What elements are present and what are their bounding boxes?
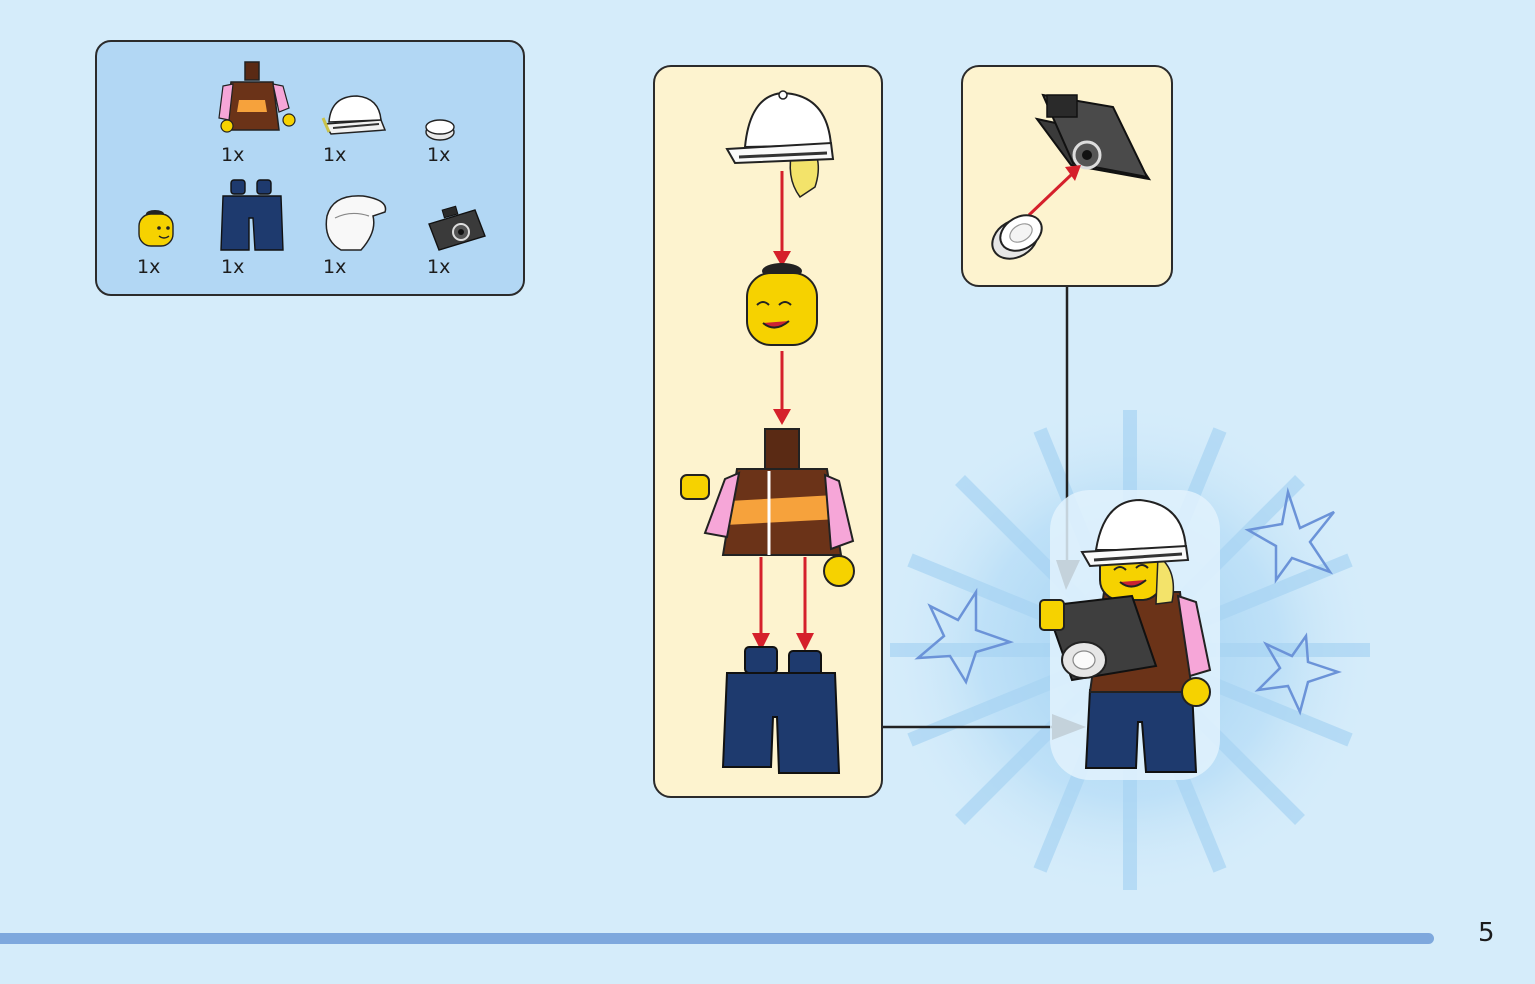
part-legs: 1x bbox=[219, 178, 299, 278]
hair-icon bbox=[325, 195, 387, 251]
torso-icon bbox=[218, 61, 296, 133]
camera-icon bbox=[428, 205, 486, 251]
part-qty: 1x bbox=[323, 144, 347, 166]
assembly-illustration bbox=[680, 90, 855, 774]
part-camera: 1x bbox=[425, 205, 505, 306]
final-minifigure bbox=[1039, 490, 1220, 780]
part-qty: 1x bbox=[427, 144, 451, 166]
camera-icon bbox=[1034, 93, 1152, 181]
part-head: 1x bbox=[135, 206, 215, 306]
arrow-head bbox=[773, 251, 791, 267]
page-number: 5 bbox=[1478, 918, 1495, 948]
parts-list-box: 1x 1x 1x 1x bbox=[95, 40, 525, 296]
star-icon bbox=[1244, 487, 1335, 584]
connector-arrowhead bbox=[1052, 714, 1086, 740]
camera-panel bbox=[961, 65, 1173, 287]
arrow-head bbox=[1065, 165, 1081, 181]
legs-icon bbox=[721, 646, 841, 774]
part-qty: 1x bbox=[221, 144, 245, 166]
connector-arrowhead bbox=[1056, 560, 1080, 590]
cap-hair-icon bbox=[725, 90, 835, 199]
cap-icon bbox=[321, 95, 387, 135]
assembly-panel bbox=[653, 65, 883, 798]
part-lens: 1x bbox=[425, 116, 505, 216]
arrow-head bbox=[796, 633, 814, 651]
star-icon bbox=[914, 587, 1015, 685]
camera-illustration bbox=[991, 93, 1152, 260]
lens-icon bbox=[991, 214, 1043, 260]
arrow-line bbox=[1027, 173, 1073, 217]
arrow-head bbox=[752, 633, 770, 651]
part-qty: 1x bbox=[427, 256, 451, 278]
part-torso: 1x bbox=[217, 60, 297, 166]
torso-icon bbox=[680, 428, 855, 587]
part-qty: 1x bbox=[323, 256, 347, 278]
lens-icon bbox=[425, 119, 455, 141]
footer-progress-bar bbox=[0, 933, 1434, 944]
legs-icon bbox=[220, 179, 284, 251]
part-qty: 1x bbox=[221, 256, 245, 278]
head-icon bbox=[746, 263, 818, 346]
starburst bbox=[880, 400, 1380, 900]
arrow-head bbox=[773, 409, 791, 425]
part-hair: 1x bbox=[321, 192, 401, 292]
part-qty: 1x bbox=[137, 256, 161, 278]
star-icon bbox=[1254, 632, 1342, 716]
part-cap: 1x bbox=[321, 92, 401, 192]
head-icon bbox=[138, 210, 174, 247]
